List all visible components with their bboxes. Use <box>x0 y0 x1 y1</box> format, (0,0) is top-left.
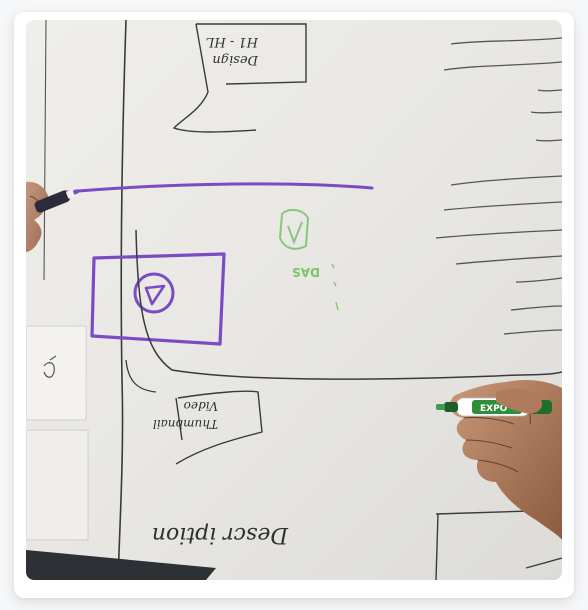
sticky-note-2 <box>26 429 89 541</box>
whiteboard-scene: H1 - HL Design DAS <box>26 20 562 580</box>
text-squiggles <box>435 37 562 335</box>
hifi-design-label-2: Design <box>212 52 259 67</box>
video-label: Video <box>184 399 218 413</box>
green-small-label: DAS <box>292 265 320 279</box>
thumbnail-label: Thumbnail <box>153 417 218 431</box>
divider-line-left <box>117 20 127 580</box>
description-label: Descr iption <box>152 522 289 547</box>
left-hand <box>26 181 80 252</box>
whiteboard-photo: H1 - HL Design DAS <box>26 20 562 580</box>
hifi-design-label-1: H1 - HL <box>206 34 259 49</box>
sticky-note-1 <box>26 325 87 421</box>
play-icon <box>133 272 175 314</box>
green-sketch <box>278 208 310 250</box>
video-frame-sketch <box>90 252 226 346</box>
right-hand: EXPO <box>436 380 562 540</box>
purple-line <box>64 182 374 194</box>
whiteboard-surface <box>26 20 562 580</box>
marker-left <box>34 189 80 213</box>
marker-brand: EXPO <box>480 404 508 414</box>
frame-shadow <box>26 550 216 580</box>
edge-line <box>43 20 47 281</box>
top-box-sketch <box>172 23 257 133</box>
flow-line <box>135 229 562 380</box>
thumbnail-sketch <box>175 390 263 465</box>
